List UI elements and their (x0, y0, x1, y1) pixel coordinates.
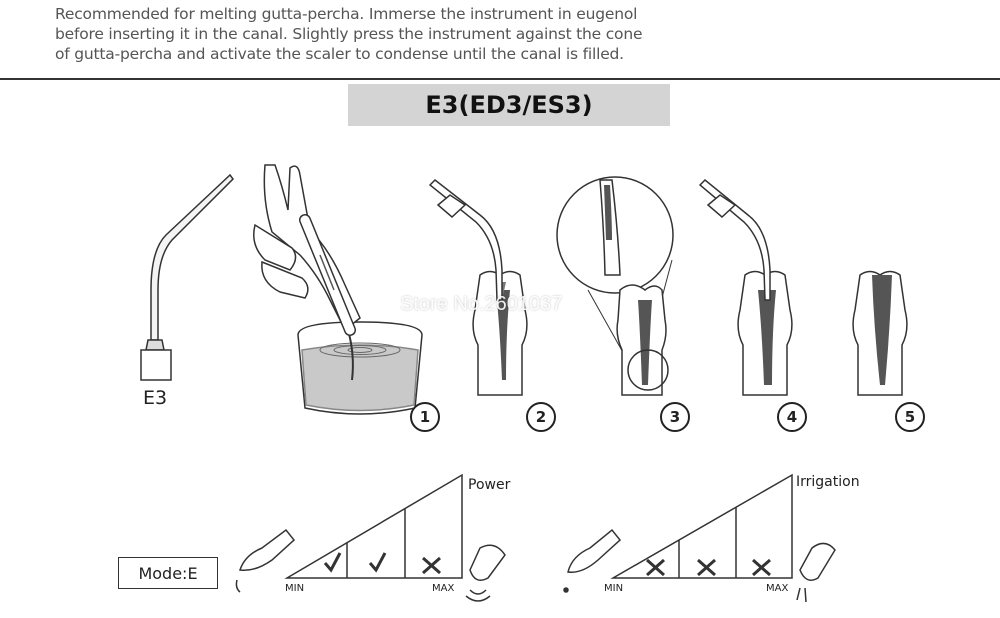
power-mark-3-cross (422, 556, 441, 575)
step-2-illustration (428, 179, 528, 396)
scaler-tip-e3 (140, 173, 234, 381)
power-label: Power (468, 477, 511, 493)
tip-label: E3 (143, 387, 168, 409)
step-4-illustration (698, 178, 793, 396)
step-5-illustration (852, 270, 908, 396)
handpiece-right-drip-icon (799, 542, 836, 581)
instruction-text: Recommended for melting gutta-percha. Im… (55, 4, 695, 64)
power-mark-1-check (323, 552, 342, 573)
irrigation-scale-graphic (563, 473, 836, 603)
instruction-line-3: of gutta-percha and activate the scaler … (55, 45, 624, 63)
power-mark-2-check (368, 552, 387, 573)
power-max-label: MAX (432, 583, 455, 594)
irrigation-mark-1-cross (646, 558, 665, 577)
power-scale-graphic (235, 473, 506, 602)
step-5-badge: 5 (895, 402, 925, 432)
irrigation-mark-3-cross (752, 558, 771, 577)
irrigation-label: Irrigation (796, 474, 860, 490)
step-4-badge: 4 (777, 402, 807, 432)
handpiece-left-icon (239, 528, 296, 572)
irrigation-min-label: MIN (604, 583, 624, 594)
mode-label: Mode:E (118, 557, 218, 589)
page-title: E3(ED3/ES3) (348, 84, 670, 126)
step-1-illustration (253, 164, 423, 415)
instruction-line-1: Recommended for melting gutta-percha. Im… (55, 5, 638, 23)
step-3-illustration (556, 176, 674, 396)
power-min-label: MIN (285, 583, 305, 594)
header-divider (0, 78, 1000, 80)
step-2-badge: 2 (526, 402, 556, 432)
step-1-badge: 1 (410, 402, 440, 432)
step-3-badge: 3 (660, 402, 690, 432)
irrigation-mark-2-cross (697, 558, 716, 577)
handpiece-left-drip-icon (567, 528, 622, 573)
irrigation-max-label: MAX (766, 583, 789, 594)
instruction-line-2: before inserting it in the canal. Slight… (55, 25, 643, 43)
handpiece-right-icon (469, 544, 506, 581)
store-watermark: Store No.2601037 (400, 293, 563, 315)
